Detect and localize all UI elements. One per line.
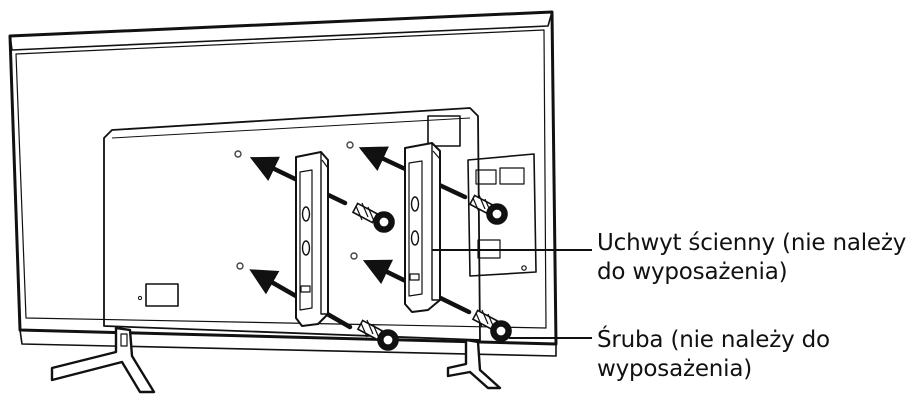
wall-bracket-left [295,151,329,327]
rear-cover [103,107,537,341]
rear-cover-outline [103,107,481,341]
tv-panel-top-edge [9,11,553,51]
tv-panel [8,10,558,357]
tv-panel-inner-frame [15,29,547,329]
cooling-vent [427,115,461,147]
screw-bottom-left [356,319,399,351]
screw-top-right [468,194,508,225]
rear-cover-step [111,117,471,139]
screw-bottom-right [471,309,512,342]
tv-panel-outline [8,10,558,346]
small-screw-hole [137,295,143,301]
terminal-port-1 [475,169,497,185]
screw-top-left [351,202,395,233]
leader-lines [432,249,592,339]
mounting-hole-top-left [234,150,242,158]
callout-wall-bracket-line2: do wyposażenia) [597,259,788,285]
tv-bottom-ledge [19,329,557,357]
mounting-holes [234,141,358,270]
stand-leg-left [50,326,156,394]
mounting-hole-bottom-left [236,262,244,270]
stand-leg-right [446,338,502,390]
callout-wall-bracket: Uchwyt ścienny (nie należy do wyposażeni… [597,229,906,287]
callout-wall-bracket-line1: Uchwyt ścienny (nie należy [597,230,907,256]
callout-screw-line2: wyposażenia) [597,356,753,382]
stand-leg-left-hole [120,333,128,347]
terminal-panel [467,153,537,277]
mounting-hole-top-right [346,141,354,149]
mounting-hole-bottom-right [350,252,358,260]
indicator-hole [521,265,527,271]
wall-bracket-right [404,142,441,313]
stand-legs [50,326,502,394]
callout-screw-line1: Śruba (nie należy do [597,327,830,353]
power-socket [145,283,179,307]
callout-screw: Śruba (nie należy do wyposażenia) [597,326,830,384]
terminal-port-2 [499,167,525,185]
